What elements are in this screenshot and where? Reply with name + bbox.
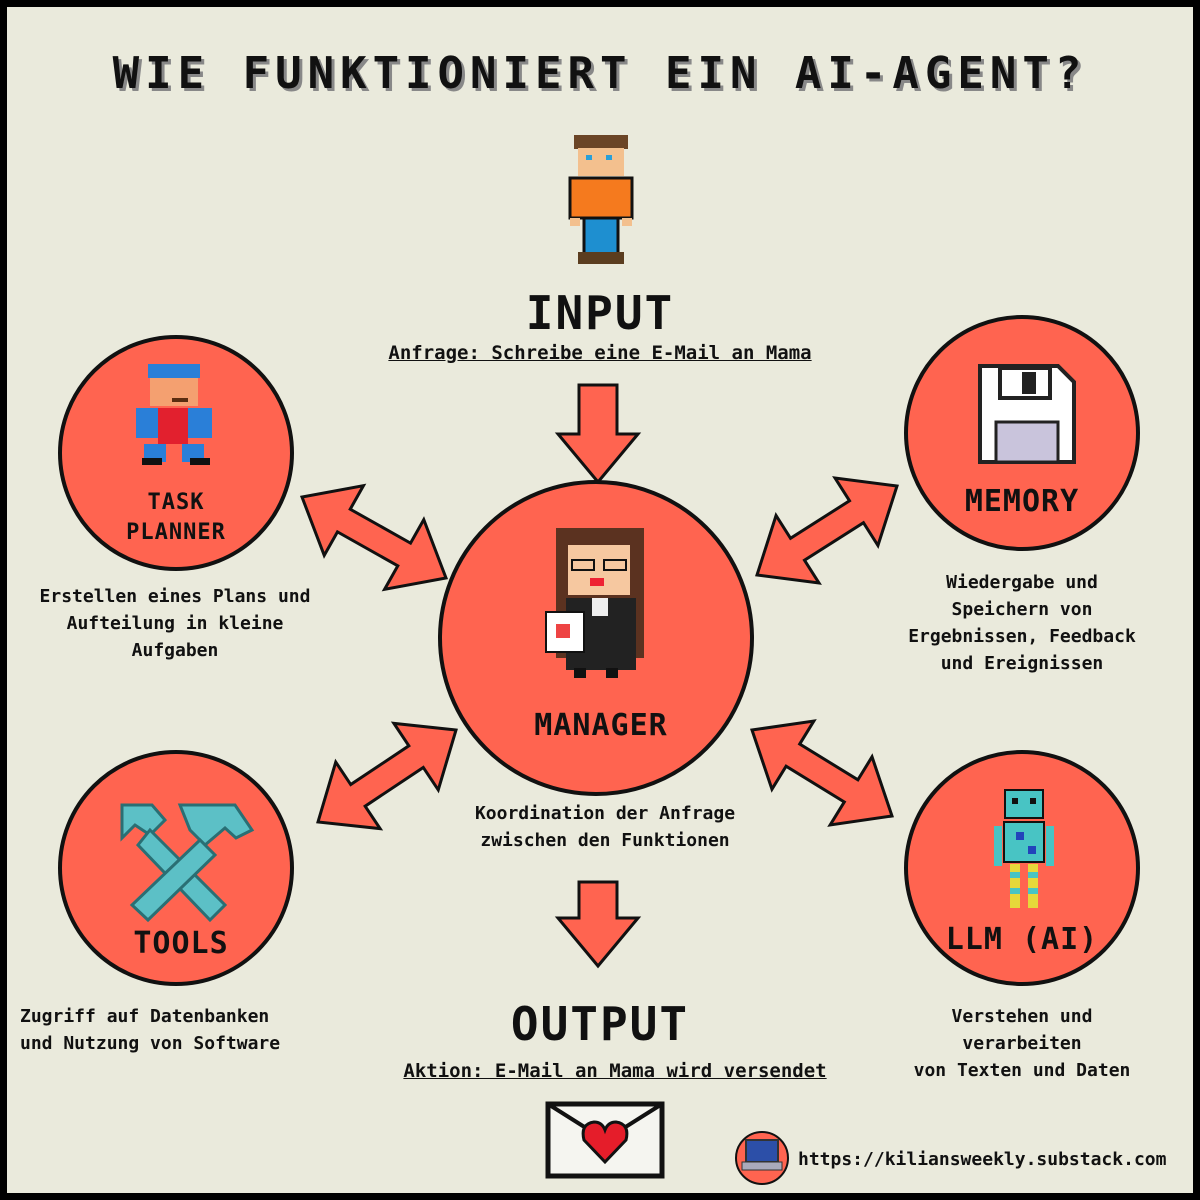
desc-line: und Nutzung von Software <box>20 1033 281 1054</box>
llm-circle <box>904 750 1140 986</box>
floppy-disk-icon <box>978 364 1076 464</box>
desc-line: zwischen den Funktionen <box>480 830 730 851</box>
robot-icon <box>994 789 1054 908</box>
tools-label: TOOLS <box>133 926 229 961</box>
desc-line: Zugriff auf Datenbanken <box>20 1006 270 1027</box>
task-planner-description: Erstellen eines Plans und Aufteilung in … <box>10 583 340 664</box>
tools-description: Zugriff auf Datenbanken und Nutzung von … <box>10 1003 330 1057</box>
desc-line: Koordination der Anfrage <box>474 803 736 824</box>
output-heading: OUTPUT <box>510 997 690 1051</box>
desc-line: Aufgaben <box>131 640 219 661</box>
input-request-text: Anfrage: Schreibe eine E-Mail an Mama <box>388 342 812 364</box>
substack-link[interactable]: https://kiliansweekly.substack.com <box>798 1149 1167 1170</box>
input-down-arrow <box>554 383 642 485</box>
task-planner-label: TASK PLANNER <box>76 488 276 548</box>
tools-manager-arrow <box>316 721 458 831</box>
llm-description: Verstehen und verarbeiten von Texten und… <box>872 1003 1172 1084</box>
desc-line: Wiedergabe und <box>946 572 1098 593</box>
input-heading: INPUT <box>525 286 675 340</box>
task-planner-label-line1: TASK <box>147 490 205 515</box>
manager-description: Koordination der Anfrage zwischen den Fu… <box>430 800 780 854</box>
desc-line: von Texten und Daten <box>913 1060 1131 1081</box>
arrows <box>299 383 899 969</box>
desc-line: Speichern von <box>951 599 1093 620</box>
kilians-weekly-logo <box>735 1131 789 1185</box>
desc-line: Aufteilung in kleine <box>66 613 284 634</box>
manager-label: MANAGER <box>534 708 668 743</box>
envelope-heart-icon <box>545 1101 665 1179</box>
task-planner-label-line2: PLANNER <box>126 520 226 545</box>
output-down-arrow <box>554 880 642 969</box>
planner-manager-arrow <box>299 483 449 592</box>
desc-line: Erstellen eines Plans und <box>39 586 311 607</box>
memory-description: Wiedergabe und Speichern von Ergebnissen… <box>872 569 1172 677</box>
user-figure-icon <box>568 135 634 264</box>
manager-figure-icon <box>545 528 644 678</box>
page-title: WIE FUNKTIONIERT EIN AI-AGENT? <box>112 48 1088 99</box>
llm-manager-arrow <box>750 719 894 827</box>
output-action-text: Aktion: E-Mail an Mama wird versendet <box>403 1060 827 1082</box>
planner-worker-icon <box>136 364 212 465</box>
tools-wrench-hammer-icon <box>120 803 255 923</box>
desc-line: verarbeiten <box>962 1033 1082 1054</box>
desc-line: Ergebnissen, Feedback <box>908 626 1136 647</box>
memory-manager-arrow <box>755 476 899 585</box>
task-planner-circle <box>58 335 294 571</box>
memory-label: MEMORY <box>964 484 1080 519</box>
desc-line: Verstehen und <box>951 1006 1093 1027</box>
llm-label: LLM (AI) <box>945 922 1099 957</box>
desc-line: und Ereignissen <box>940 653 1104 674</box>
